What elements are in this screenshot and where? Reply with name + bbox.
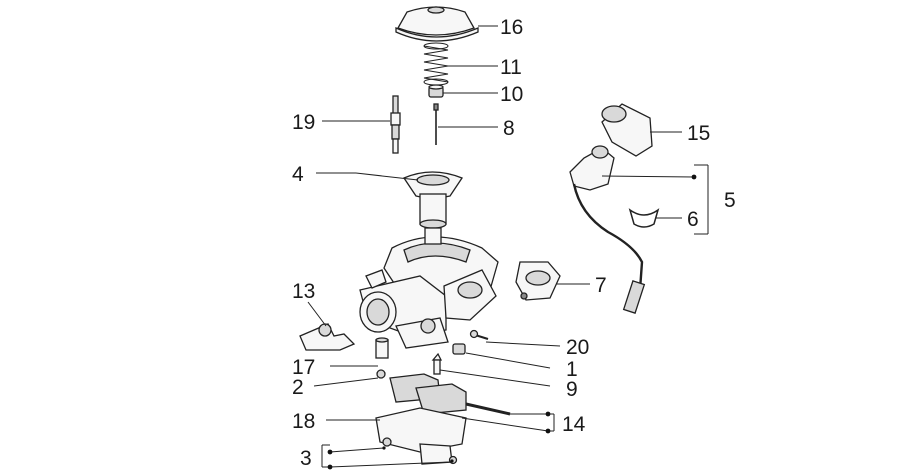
- callout-16: 16: [500, 16, 523, 39]
- callout-6: 6: [687, 208, 699, 231]
- part-4-diaphragm: [403, 171, 463, 229]
- callout-20: 20: [566, 336, 589, 359]
- callout-8: 8: [503, 117, 515, 140]
- reference-dots: [327, 174, 697, 470]
- callout-13: 13: [292, 280, 315, 303]
- callout-5: 5: [724, 189, 736, 212]
- callout-4: 4: [292, 163, 304, 186]
- part-20-screw: [469, 329, 489, 340]
- callout-15: 15: [687, 122, 710, 145]
- callout-19: 19: [292, 111, 315, 134]
- leader-lines: [307, 25, 709, 468]
- part-2-screw: [376, 369, 386, 379]
- part-1-nut: [452, 343, 466, 355]
- part-19-jet: [390, 95, 401, 154]
- callout-9: 9: [566, 378, 578, 401]
- part-17-jet: [375, 337, 389, 359]
- callout-18: 18: [292, 410, 315, 433]
- part-9-float-needle: [431, 352, 443, 375]
- part-7-choke: [515, 261, 561, 301]
- carburetor-body: [359, 227, 499, 349]
- callout-11: 11: [500, 56, 522, 79]
- part-16-cover: [395, 6, 479, 42]
- callout-17: 17: [292, 356, 315, 379]
- part-14-float: [389, 373, 511, 416]
- callout-1: 1: [566, 358, 578, 381]
- callout-7: 7: [595, 274, 607, 297]
- part-6-clip: [628, 208, 660, 228]
- callout-2: 2: [292, 376, 304, 399]
- part-11-spring: [423, 42, 449, 86]
- part-13-elbow: [299, 323, 356, 351]
- callout-10: 10: [500, 83, 523, 106]
- part-8-needle: [433, 103, 439, 145]
- callout-3: 3: [300, 447, 312, 470]
- part-15-boot: [601, 103, 653, 157]
- callout-labels: 16 11 10 19 8 15 4 5 6 7 13 20 17 1 2 9 …: [292, 16, 736, 470]
- callout-14: 14: [562, 413, 586, 436]
- part-10-seat: [428, 84, 444, 98]
- part-18-bowl: [375, 407, 467, 465]
- part-5-choke-cable: [569, 145, 646, 314]
